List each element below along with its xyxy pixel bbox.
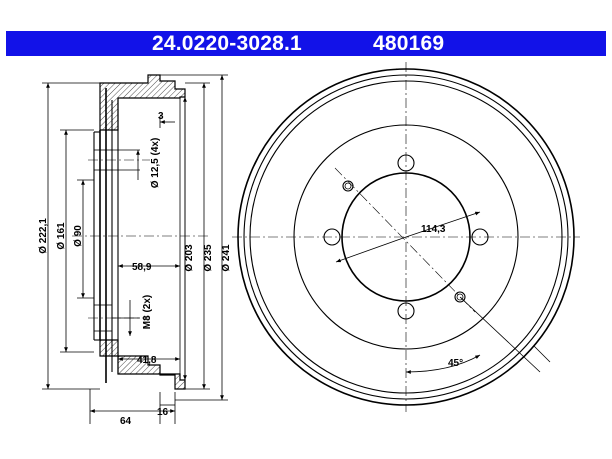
threaded-hole <box>342 180 354 192</box>
dim-inner-depth: 58,9 <box>132 262 152 273</box>
dim-hub-dia: Ø 90 <box>73 225 84 247</box>
threaded-hole <box>454 291 466 303</box>
title-banner: 24.0220-3028.1 480169 <box>6 31 606 56</box>
dim-rim-width: 16 <box>157 407 169 418</box>
dim-drum-dia: Ø 235 <box>203 244 214 272</box>
dim-braking-dia: Ø 203 <box>184 244 195 272</box>
dim-angle: 45° <box>448 358 463 369</box>
dim-flange-step: 3 <box>158 111 164 122</box>
section-view: Ø 222,1 Ø 161 Ø 90 Ø 12,5 (4x) M8 (2x) 3… <box>38 74 232 427</box>
dim-total-height: 64 <box>120 416 132 427</box>
dim-pcd: 114,3 <box>421 224 446 235</box>
dim-inner-depth-2: 41,8 <box>137 355 157 366</box>
reference-number: 480169 <box>373 32 445 55</box>
dim-thread: M8 (2x) <box>142 295 153 329</box>
dim-outer-dia: Ø 241 <box>221 244 232 272</box>
front-view: 114,3 45° <box>232 62 580 412</box>
dim-bolt-hole-dia: Ø 12,5 (4x) <box>150 138 161 189</box>
dim-outer-flange-dia: Ø 222,1 <box>38 218 49 254</box>
part-number: 24.0220-3028.1 <box>152 32 302 55</box>
dim-center-bore-dia: Ø 161 <box>56 222 67 250</box>
